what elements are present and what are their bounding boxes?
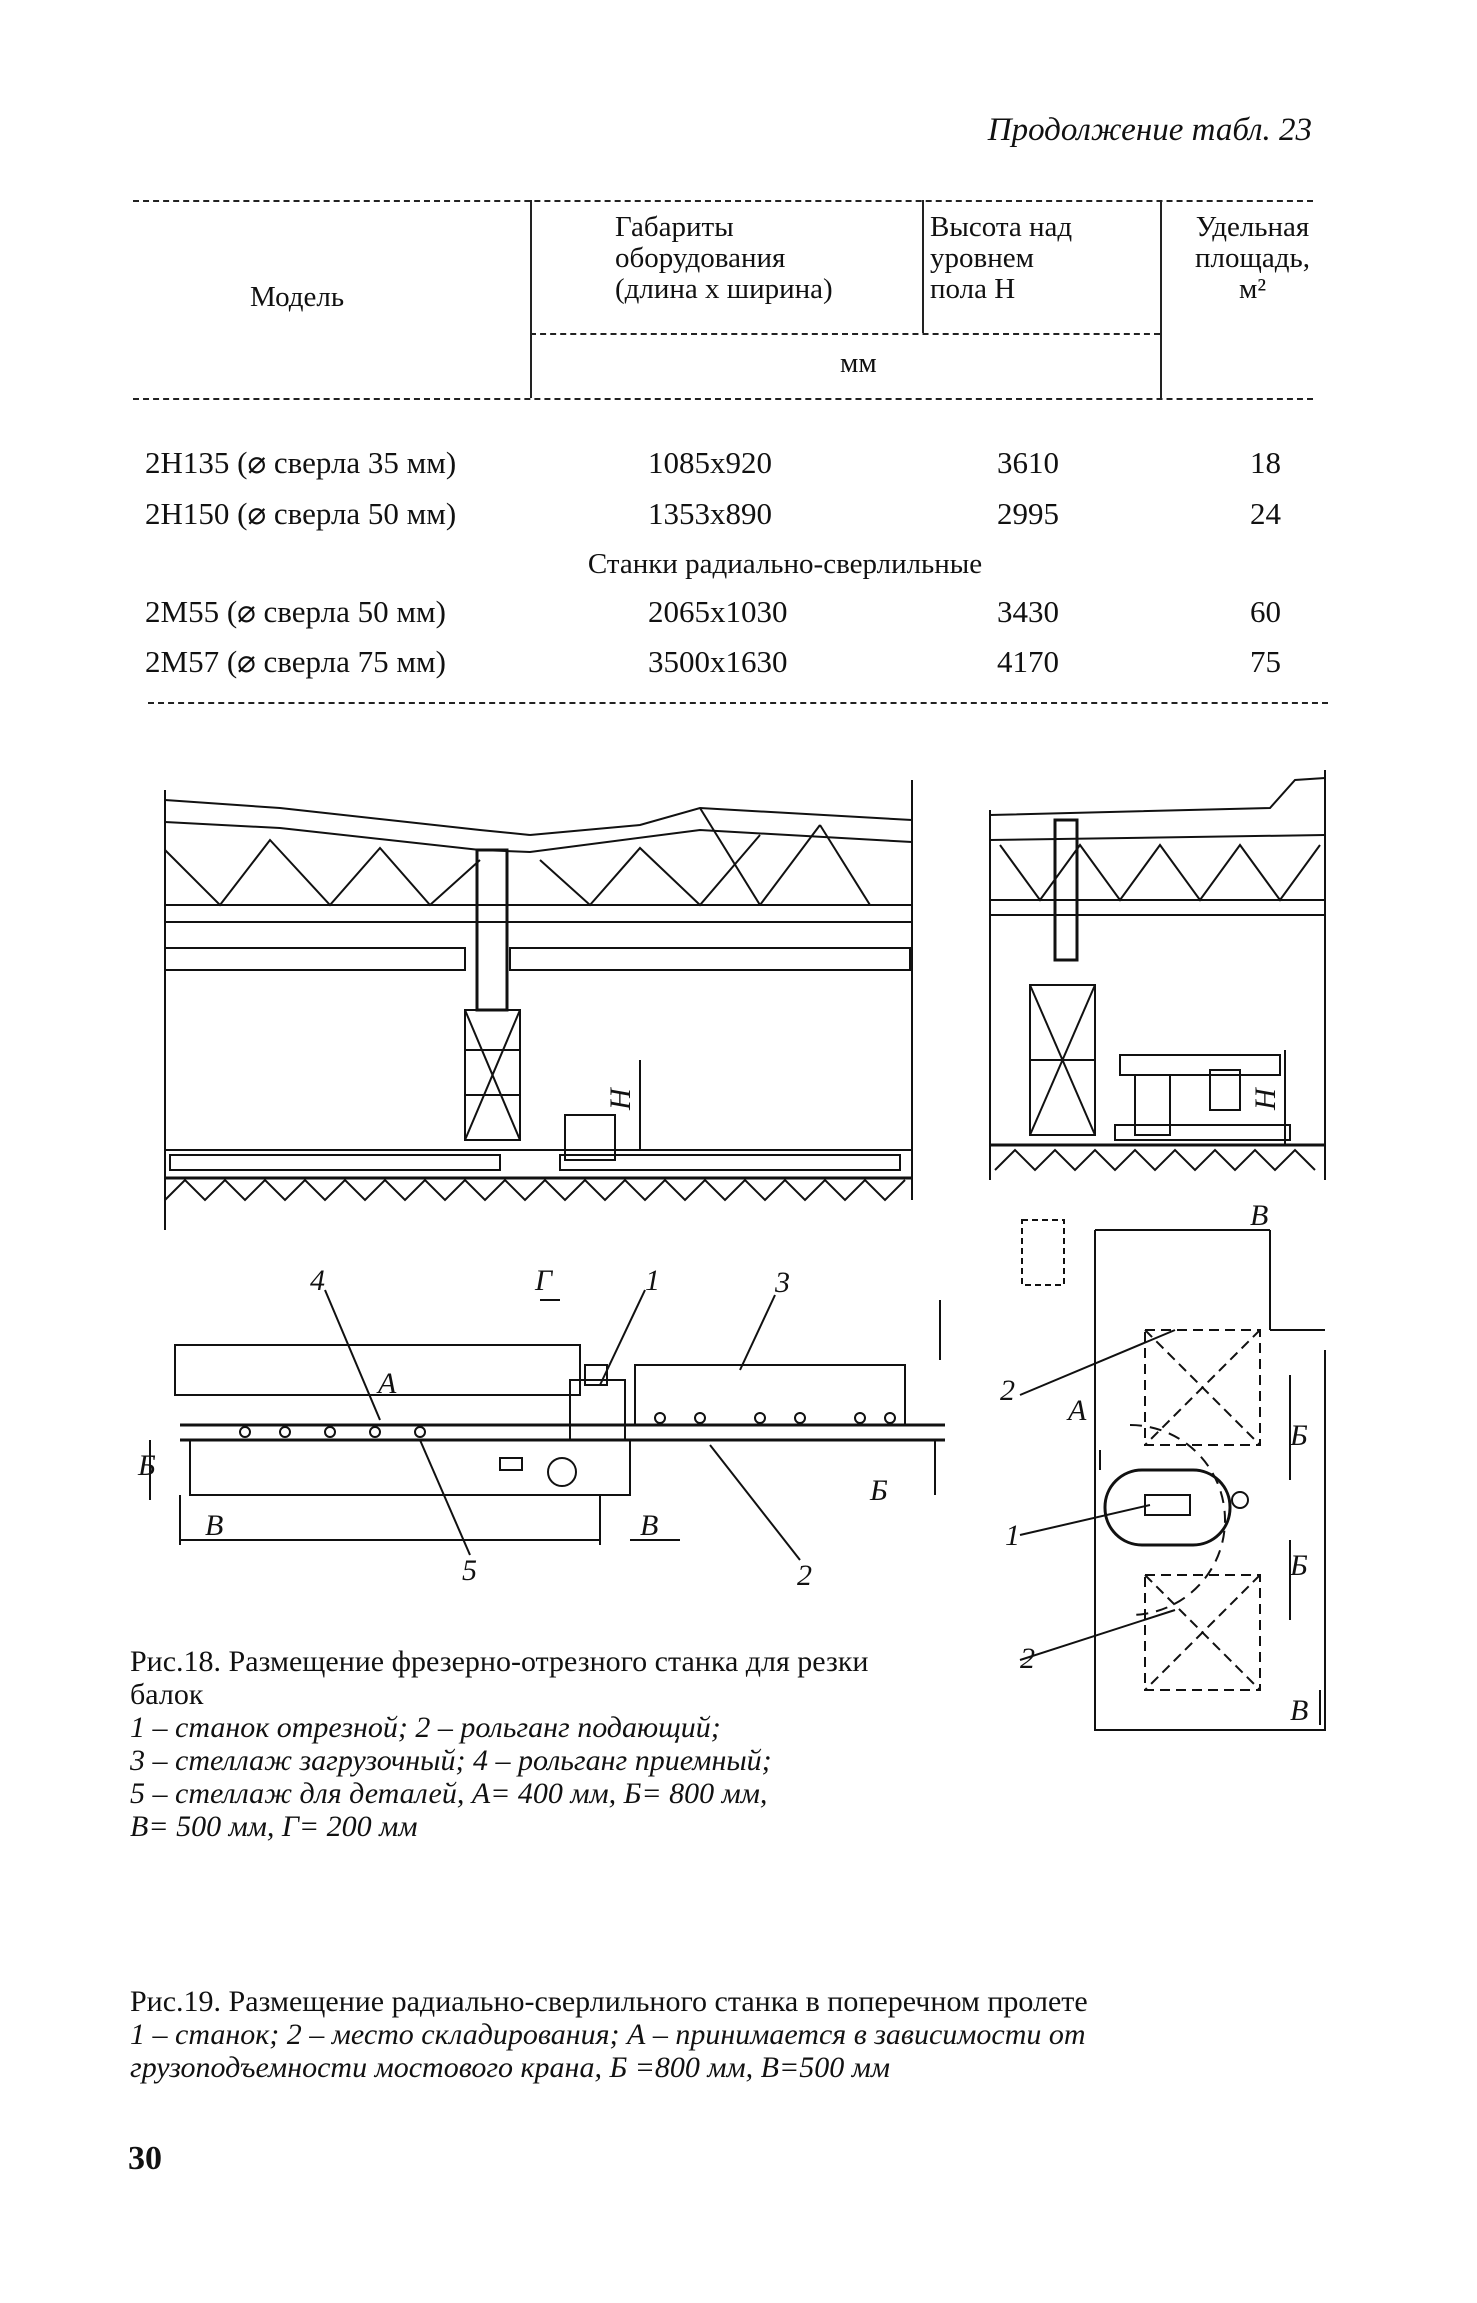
row4-dims: 3500х1630 bbox=[648, 644, 788, 679]
table-col-divider-3 bbox=[1160, 200, 1162, 398]
fig18-label-H: H bbox=[604, 1086, 637, 1111]
fig18-label-1: 1 bbox=[645, 1264, 660, 1297]
row4-area: 75 bbox=[1250, 644, 1281, 679]
fig18-label-3: 3 bbox=[774, 1266, 790, 1299]
row4-height: 4170 bbox=[997, 644, 1059, 679]
table-bottom-rule bbox=[148, 702, 1328, 704]
fig19-label-2-top: 2 bbox=[1000, 1374, 1015, 1407]
fig19-plan bbox=[1019, 1219, 1326, 1731]
fig18-caption-line-3: 5 – стеллаж для деталей, А= 400 мм, Б= 8… bbox=[130, 1777, 768, 1810]
row2-height: 2995 bbox=[997, 496, 1059, 531]
header-unit: мм bbox=[840, 347, 877, 379]
row1-height: 3610 bbox=[997, 445, 1059, 480]
row1-dims: 1085х920 bbox=[648, 445, 772, 480]
row3-model: 2М55 (⌀ сверла 50 мм) bbox=[145, 594, 446, 629]
fig18-label-4: 4 bbox=[310, 1264, 325, 1297]
fig19-label-2-bottom: 2 bbox=[1020, 1642, 1035, 1675]
fig18-label-5: 5 bbox=[462, 1554, 477, 1587]
row1-area: 18 bbox=[1250, 445, 1281, 480]
row2-model: 2Н150 (⌀ сверла 50 мм) bbox=[145, 496, 457, 531]
fig18-caption: Рис.18. Размещение фрезерно-отрезного ст… bbox=[130, 1645, 940, 1843]
fig19-label-B-bottom: Б bbox=[1289, 1549, 1308, 1582]
table-continuation-label: Продолжение табл. 23 bbox=[987, 112, 1312, 148]
table-top-rule bbox=[133, 200, 1313, 202]
table-header-bottom-rule bbox=[133, 398, 1313, 400]
fig19-label-V-top: В bbox=[1250, 1199, 1268, 1232]
fig18-label-B-right: Б bbox=[869, 1474, 888, 1507]
fig18-label-A: А bbox=[376, 1367, 397, 1400]
row1-model: 2Н135 (⌀ сверла 35 мм) bbox=[145, 445, 457, 480]
fig19-label-A: А bbox=[1066, 1394, 1087, 1427]
fig19-caption: Рис.19. Размещение радиально-сверлильног… bbox=[130, 1985, 1350, 2084]
fig19-caption-title: Рис.19. Размещение радиально-сверлильног… bbox=[130, 1985, 1088, 2018]
fig18-caption-line-1: 1 – станок отрезной; 2 – рольганг подающ… bbox=[130, 1711, 721, 1744]
row2-area: 24 bbox=[1250, 496, 1281, 531]
fig18-caption-title: Рис.18. Размещение фрезерно-отрезного ст… bbox=[130, 1645, 869, 1711]
fig18-elevation bbox=[164, 780, 913, 1230]
row2-dims: 1353х890 bbox=[648, 496, 772, 531]
fig19-label-B-top: Б bbox=[1289, 1419, 1308, 1452]
row3-height: 3430 bbox=[997, 594, 1059, 629]
fig18-label-V-right: В bbox=[640, 1509, 658, 1542]
fig18-label-B-left: Б bbox=[137, 1449, 156, 1482]
fig19-caption-line-1: 1 – станок; 2 – место складирования; А –… bbox=[130, 2018, 1086, 2051]
fig19-caption-line-2: грузоподъемности мостового крана, Б =800… bbox=[130, 2051, 891, 2084]
fig19-label-V-bottom: В bbox=[1290, 1694, 1308, 1727]
section-heading: Станки радиально-сверлильные bbox=[587, 548, 983, 580]
header-model: Модель bbox=[250, 281, 345, 313]
row3-dims: 2065х1030 bbox=[648, 594, 788, 629]
row4-model: 2М57 (⌀ сверла 75 мм) bbox=[145, 644, 446, 679]
header-area: Удельная площадь, м² bbox=[1195, 211, 1310, 305]
fig18-caption-line-4: В= 500 мм, Г= 200 мм bbox=[130, 1810, 418, 1843]
fig19-elevation bbox=[989, 770, 1326, 1180]
fig18-label-V-left: В bbox=[205, 1509, 223, 1542]
fig18-label-G: Г bbox=[534, 1264, 554, 1297]
page-number: 30 bbox=[128, 2140, 162, 2177]
table-col-divider-2 bbox=[922, 200, 924, 333]
header-dimensions: Габариты оборудования (длина х ширина) bbox=[615, 211, 833, 305]
fig19-label-H: H bbox=[1249, 1086, 1282, 1111]
table-col-divider-1 bbox=[530, 200, 532, 398]
header-height: Высота над уровнем пола H bbox=[930, 211, 1073, 305]
fig19-label-1: 1 bbox=[1005, 1519, 1020, 1552]
fig18-label-2: 2 bbox=[797, 1559, 812, 1592]
fig18-caption-line-2: 3 – стеллаж загрузочный; 4 – рольганг пр… bbox=[130, 1744, 772, 1777]
table-unit-rule bbox=[530, 333, 1160, 335]
fig18-plan bbox=[149, 1289, 945, 1561]
row3-area: 60 bbox=[1250, 594, 1281, 629]
